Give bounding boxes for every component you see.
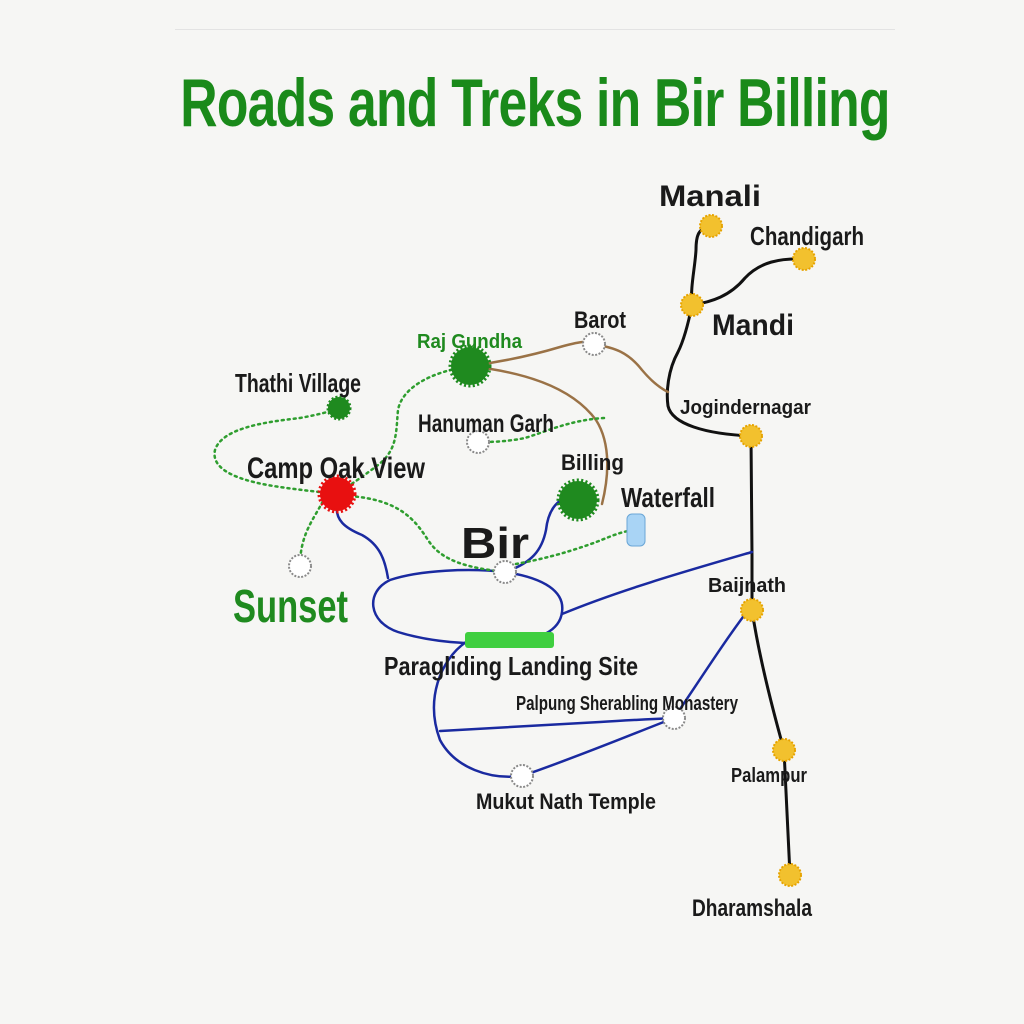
paragliding-landing-site-label: Paragliding Landing Site: [384, 651, 638, 681]
bir-marker: [493, 560, 517, 584]
jogindernagar-marker: [739, 424, 763, 448]
road-mukutnath-palpung: [520, 716, 676, 778]
camp-oak-view-marker: [317, 474, 357, 514]
road-palampur-dharamshala: [782, 748, 792, 877]
place-labels: Manali Chandigarh Mandi Barot Raj Gundha…: [233, 180, 864, 922]
bir-label: Bir: [461, 519, 529, 568]
road-cross-palpung: [438, 716, 676, 733]
mukut-nath-temple-label: Mukut Nath Temple: [476, 789, 656, 814]
mandi-label: Mandi: [712, 309, 794, 342]
hanuman-garh-label: Hanuman Garh: [418, 410, 554, 438]
trek-campoakview-bir: [348, 494, 507, 574]
billing-marker: [556, 478, 600, 522]
road-manali-mandi: [690, 224, 713, 307]
road-bir-baijnath: [560, 550, 754, 616]
palpung-monastery-label: Palpung Sherabling Monastery: [516, 693, 739, 715]
thathi-village-marker: [326, 395, 352, 421]
road-rajgundha-billing: [468, 364, 609, 506]
paragliding-landing-site-marker: [465, 632, 554, 648]
highway-routes: [665, 224, 806, 877]
summit-markers: [326, 344, 600, 522]
sunset-label: Sunset: [233, 580, 348, 632]
barot-marker: [582, 332, 606, 356]
road-palpung-baijnath: [672, 603, 754, 720]
baijnath-label: Baijnath: [708, 575, 786, 597]
road-baijnath-palampur: [750, 608, 786, 752]
mandi-marker: [680, 293, 704, 317]
map-title: Roads and Treks in Bir Billing: [180, 65, 890, 141]
raj-gundha-marker: [448, 344, 492, 388]
road-bir-loop: [372, 568, 564, 645]
road-chandigarh-mandi: [690, 257, 806, 307]
waterfall-marker: [626, 513, 646, 547]
manali-marker: [699, 214, 723, 238]
road-campoakview-bir: [335, 503, 390, 580]
trek-campoakview-thathi: [213, 406, 341, 496]
palpung-monastery-marker: [662, 706, 686, 730]
sunset-marker: [288, 554, 312, 578]
road-loop-mukutnath: [432, 640, 524, 778]
billing-label: Billing: [561, 450, 624, 475]
town-markers: [680, 214, 816, 887]
waterfall-label: Waterfall: [621, 482, 715, 513]
landmark-markers: [288, 332, 686, 788]
thathi-village-label: Thathi Village: [235, 368, 361, 398]
hanuman-garh-marker: [466, 430, 490, 454]
palampur-marker: [772, 738, 796, 762]
camp-oak-view-label: Camp Oak View: [247, 452, 426, 485]
chandigarh-marker: [792, 247, 816, 271]
mukut-nath-temple-marker: [510, 764, 534, 788]
trek-billing-hanumangarh: [476, 416, 606, 444]
dharamshala-marker: [778, 863, 802, 887]
chandigarh-label: Chandigarh: [750, 221, 864, 251]
road-jogindernagar-baijnath: [749, 434, 754, 612]
raj-gundha-label: Raj Gundha: [417, 331, 523, 353]
trek-campoakview-rajgundha: [335, 364, 472, 496]
jogindernagar-label: Jogindernagar: [680, 397, 811, 419]
dharamshala-label: Dharamshala: [692, 895, 813, 922]
manali-label: Manali: [659, 180, 761, 213]
trek-bir-waterfall: [508, 528, 636, 567]
trek-campoakview-sunset: [298, 494, 327, 568]
palampur-label: Palampur: [731, 765, 807, 787]
top-divider: [175, 29, 895, 30]
road-mandi-jogindernagar: [665, 303, 753, 438]
barot-label: Barot: [574, 307, 626, 334]
baijnath-marker: [740, 598, 764, 622]
